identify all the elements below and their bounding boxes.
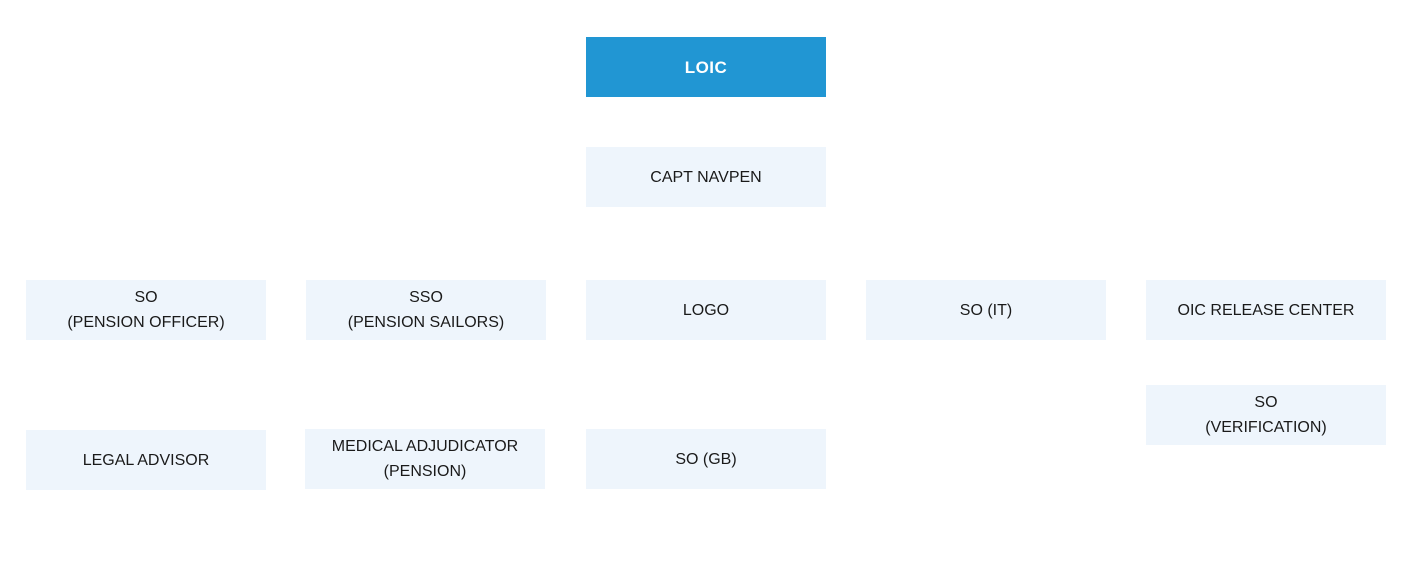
node-logo-label: LOGO (682, 301, 730, 319)
node-sso-pension-sailors-label: SSO (PENSION SAILORS) (347, 289, 505, 331)
node-loic-label: LOIC (684, 57, 728, 77)
node-sso-pension-sailors: SSO (PENSION SAILORS) (306, 280, 546, 340)
node-so-verification: SO (VERIFICATION) (1146, 385, 1386, 445)
node-so-it: SO (IT) (866, 280, 1106, 340)
node-medical-adjudicator-pension: MEDICAL ADJUDICATOR (PENSION) (305, 429, 545, 489)
node-logo: LOGO (586, 280, 826, 340)
node-capt-navpen: CAPT NAVPEN (586, 147, 826, 207)
node-medical-adjudicator-pension-label: MEDICAL ADJUDICATOR (PENSION) (331, 438, 519, 480)
node-so-gb-label: SO (GB) (675, 450, 737, 468)
node-legal-advisor: LEGAL ADVISOR (26, 430, 266, 490)
node-oic-release-center-label: OIC RELEASE CENTER (1177, 301, 1355, 319)
node-so-pension-officer: SO (PENSION OFFICER) (26, 280, 266, 340)
node-so-pension-officer-label: SO (PENSION OFFICER) (67, 289, 225, 331)
node-so-gb: SO (GB) (586, 429, 826, 489)
node-loic: LOIC (586, 37, 826, 97)
node-so-verification-label: SO (VERIFICATION) (1205, 394, 1327, 436)
node-oic-release-center: OIC RELEASE CENTER (1146, 280, 1386, 340)
node-legal-advisor-label: LEGAL ADVISOR (82, 451, 210, 469)
node-so-it-label: SO (IT) (959, 301, 1013, 319)
node-capt-navpen-label: CAPT NAVPEN (650, 168, 762, 186)
